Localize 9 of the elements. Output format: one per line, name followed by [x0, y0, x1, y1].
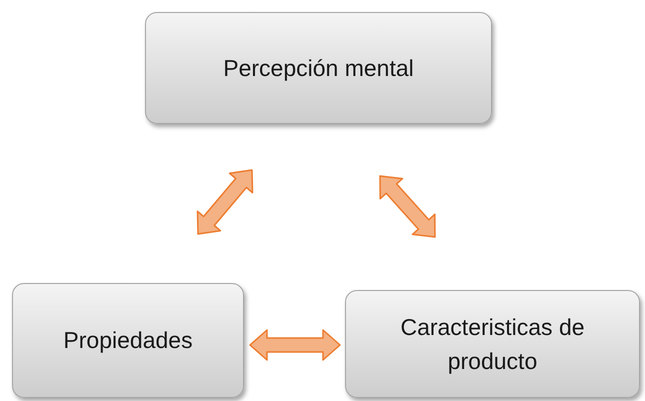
rounded-box — [345, 290, 640, 398]
rounded-box — [12, 283, 244, 398]
double-arrow — [249, 329, 341, 361]
box-label: Percepción mental — [223, 54, 414, 83]
rounded-box — [145, 12, 492, 124]
double-arrow — [196, 169, 254, 235]
double-arrow — [379, 175, 436, 238]
box-label: Caracteristicas de producto — [399, 312, 586, 376]
box-label: Propiedades — [63, 326, 193, 356]
